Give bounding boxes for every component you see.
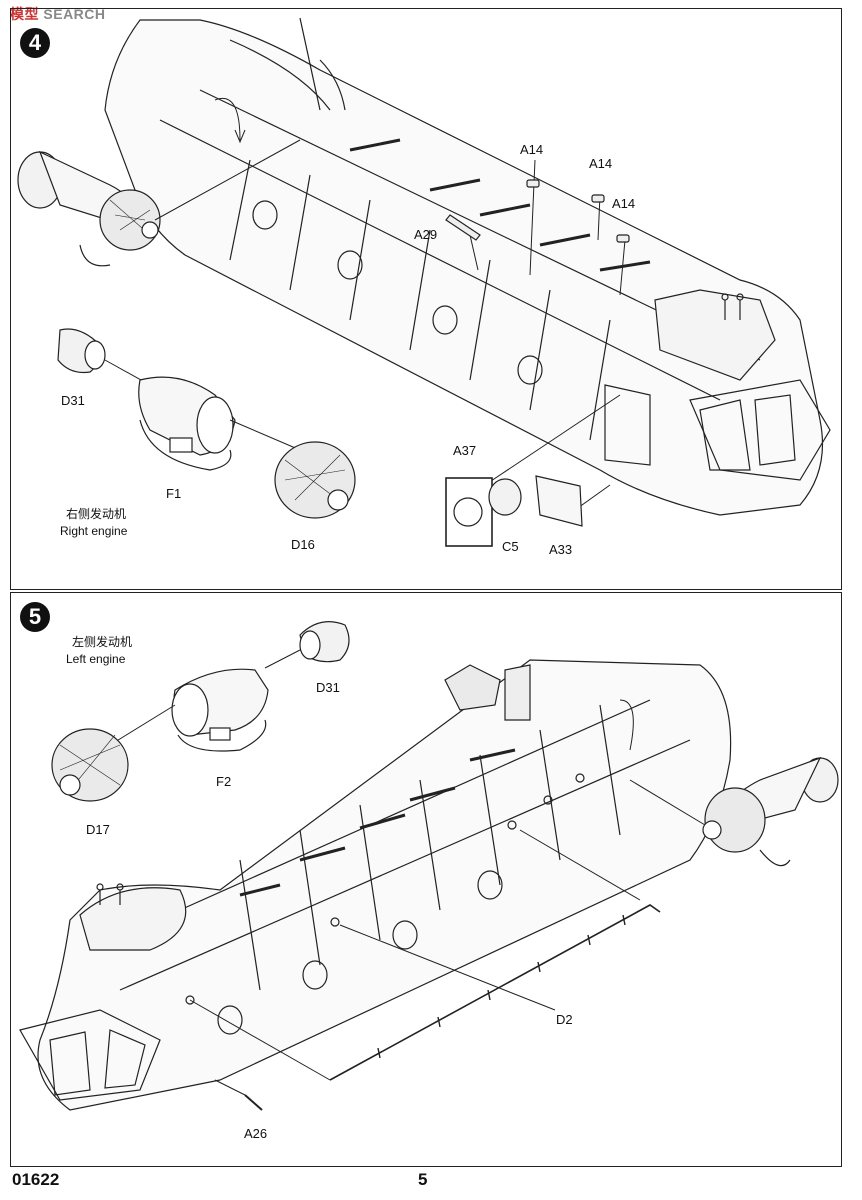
part-label-c5: C5 [502, 539, 519, 554]
page-number: 5 [418, 1170, 428, 1189]
step5-engine-drawing [51, 621, 350, 802]
step-4-badge: 4 [20, 28, 50, 58]
part-label-a33: A33 [549, 542, 573, 557]
kit-number: 01622 [12, 1170, 60, 1189]
step5-fuselage-drawing [19, 659, 839, 1111]
watermark-brand: 模型 [10, 6, 39, 22]
step-5-panel [10, 592, 842, 1167]
step-4-panel [10, 8, 842, 590]
right-engine-label-cn: 右侧发动机 [66, 507, 127, 521]
part-label-d17: D17 [86, 822, 110, 837]
part-label-f2: F2 [216, 774, 232, 789]
step-5-badge: 5 [20, 602, 50, 632]
part-label-d2: D2 [556, 1012, 573, 1027]
right-engine-label-en: Right engine [60, 524, 128, 538]
step4-fuselage-drawing [104, 17, 831, 516]
part-label-a37: A37 [453, 443, 477, 458]
left-engine-label-cn: 左侧发动机 [72, 635, 133, 649]
step4-small-parts [445, 179, 630, 243]
part-label-f1: F1 [166, 486, 182, 501]
part-label-d31-5: D31 [316, 680, 340, 695]
watermark: 模型 SEARCH [10, 4, 106, 24]
left-engine-label-en: Left engine [66, 652, 126, 666]
watermark-search: SEARCH [43, 6, 106, 22]
part-label-a14-1: A14 [520, 142, 544, 157]
part-label-a14-3: A14 [612, 196, 636, 211]
part-label-a26: A26 [244, 1126, 268, 1141]
part-label-a14-2: A14 [589, 156, 613, 171]
part-label-d31: D31 [61, 393, 85, 408]
part-label-d16: D16 [291, 537, 315, 552]
part-label-a29: A29 [414, 227, 438, 242]
step4-engine-drawing [17, 98, 583, 547]
